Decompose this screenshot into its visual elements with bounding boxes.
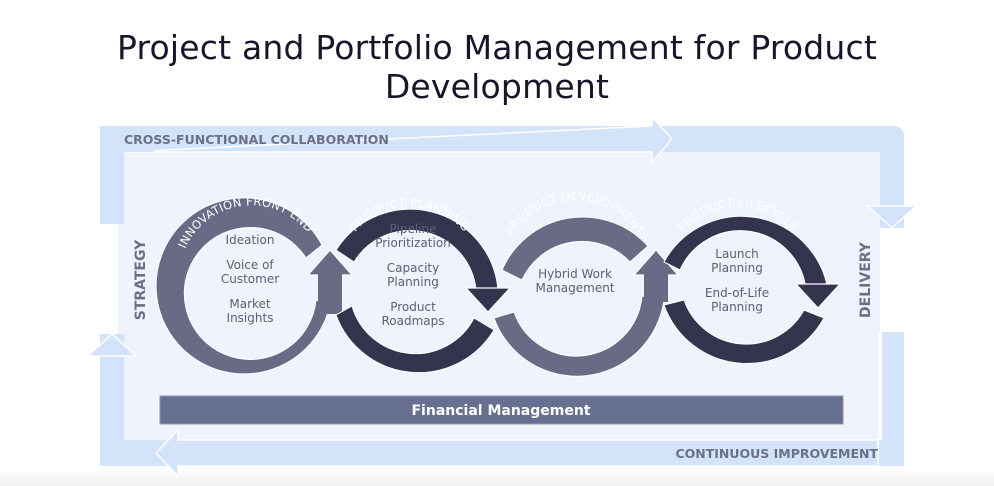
item-text: Planning [387, 275, 439, 289]
phase-ring-innovation [155, 197, 354, 375]
item-text: Planning [711, 300, 763, 314]
item-text: End-of-Life [705, 286, 769, 300]
item-text: Planning [711, 261, 763, 275]
delivery-label: DELIVERY [858, 241, 874, 318]
top-arrow-icon [123, 115, 674, 165]
item-text: Ideation [226, 233, 275, 247]
bottom-band-label: CONTINUOUS IMPROVEMENT [675, 446, 878, 461]
phase-items-lifecycle: Launch Planning End-of-Life Planning [705, 247, 769, 314]
ring-arrow-down-icon [464, 287, 512, 313]
item-text: Product [390, 300, 436, 314]
down-arrow-icon [866, 205, 918, 230]
phase-ring-planning [335, 208, 512, 374]
phase-ring-development [493, 216, 680, 377]
item-text: Launch [715, 247, 758, 261]
page-title: Project and Portfolio Management for Pro… [116, 28, 878, 106]
item-text: Insights [227, 311, 274, 325]
item-text: Pipeline [390, 222, 437, 236]
phase-items-planning: Pipeline Prioritization Capacity Plannin… [375, 222, 451, 328]
item-text: Roadmaps [381, 314, 444, 328]
ring-arrow-down-icon [794, 283, 842, 309]
item-text: Voice of [226, 258, 274, 272]
top-band-label: CROSS-FUNCTIONAL COLLABORATION [124, 132, 389, 147]
financial-management-label: Financial Management [411, 403, 590, 419]
item-text: Hybrid Work [538, 267, 612, 281]
item-text: Customer [221, 272, 279, 286]
item-text: Prioritization [375, 236, 451, 250]
phase-items-development: Hybrid Work Management [535, 267, 614, 295]
item-text: Capacity [387, 261, 439, 275]
phase-items-innovation: Ideation Voice of Customer Market Insigh… [221, 233, 279, 325]
phase-ring-lifecycle [663, 215, 842, 365]
item-text: Management [535, 281, 614, 295]
left-arrow-icon [154, 428, 879, 478]
up-arrow-icon [86, 332, 138, 357]
strategy-label: STRATEGY [133, 239, 149, 320]
financial-management-bar [159, 395, 844, 425]
item-text: Market [229, 297, 271, 311]
